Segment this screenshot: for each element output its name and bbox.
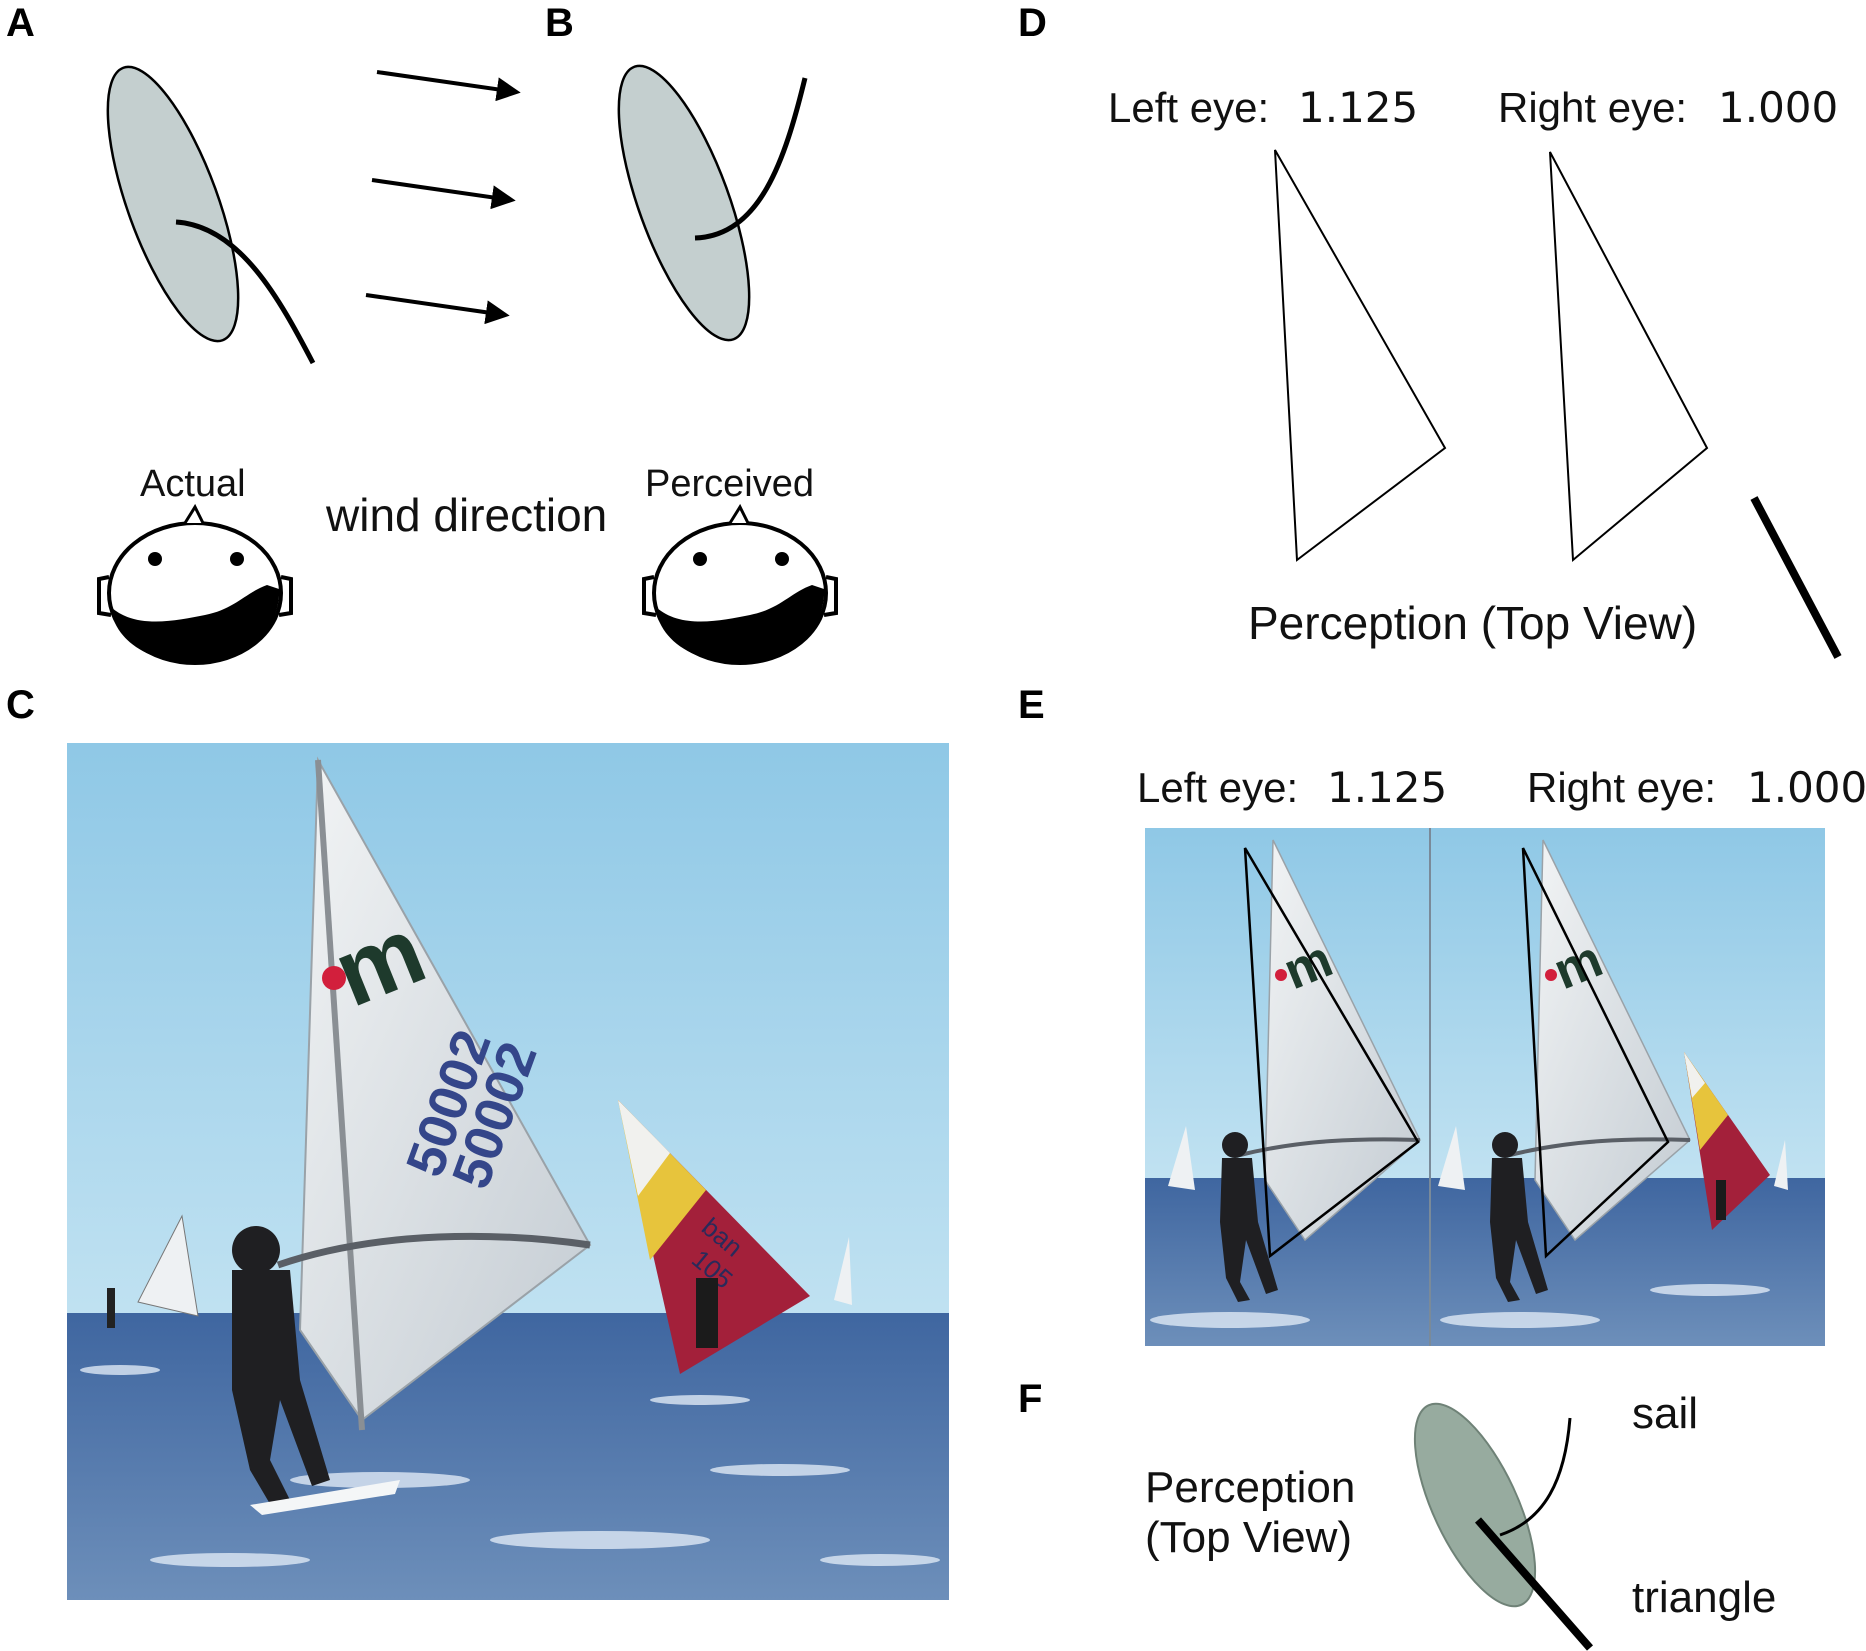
panel-letter-f: F	[1018, 1377, 1042, 1421]
sail-ellipse-a	[106, 65, 240, 343]
triangle-left-eye	[1274, 149, 1447, 562]
e-right-eye-value: 1.000	[1747, 763, 1866, 812]
sail-ellipse-b	[617, 64, 751, 342]
panel-letter-a: A	[6, 1, 35, 45]
right-eye-photo: m	[1430, 828, 1825, 1346]
perceived-line-top-view	[1750, 496, 1842, 659]
e-left-eye-value: 1.125	[1327, 763, 1447, 812]
distant-sail-left	[137, 1214, 199, 1317]
d-left-eye-value: 1.125	[1298, 83, 1418, 132]
head-top-view-icon	[97, 505, 293, 665]
panel-letter-e: E	[1018, 683, 1045, 727]
caption-actual: Actual	[140, 463, 246, 505]
wind-arrow-icon	[371, 178, 516, 210]
d-left-eye-label: Left eye:	[1108, 84, 1269, 131]
d-caption: Perception (Top View)	[1248, 597, 1697, 649]
sail-red-dot	[322, 966, 346, 990]
windsurf-photo: ban 105 m 50002 50002	[67, 743, 949, 1600]
e-left-eye-label: Left eye:	[1137, 764, 1298, 811]
wishbone-boom	[276, 1232, 591, 1269]
sail-curve-f	[1499, 1417, 1572, 1537]
triangle-line-f	[1474, 1517, 1594, 1651]
e-triangle-left	[1243, 847, 1420, 1259]
caption-perceived: Perceived	[645, 463, 814, 505]
caption-wind-direction: wind direction	[325, 489, 607, 541]
wind-arrow-icon	[376, 70, 521, 102]
panel-letter-d: D	[1018, 1, 1047, 45]
boom-curve-b	[694, 77, 808, 241]
boom-curve-a	[175, 219, 316, 365]
e-right-eye-label: Right eye:	[1527, 764, 1716, 811]
panel-letter-b: B	[545, 1, 574, 45]
head-top-view-icon	[642, 505, 838, 665]
f-triangle-label: triangle	[1632, 1573, 1776, 1622]
f-caption-line1: Perception	[1145, 1463, 1355, 1512]
d-right-eye-value: 1.000	[1718, 83, 1838, 132]
surfer-silhouette	[232, 1226, 330, 1504]
panel-letter-c: C	[6, 683, 35, 727]
triangle-right-eye	[1549, 151, 1709, 563]
wind-arrow-icon	[365, 293, 510, 325]
wind-arrows	[365, 70, 521, 325]
e-triangle-right	[1521, 847, 1670, 1259]
d-right-eye-label: Right eye:	[1498, 84, 1687, 131]
left-eye-photo: m	[1145, 828, 1430, 1346]
f-caption-line2: (Top View)	[1145, 1513, 1352, 1562]
f-sail-label: sail	[1632, 1389, 1698, 1438]
